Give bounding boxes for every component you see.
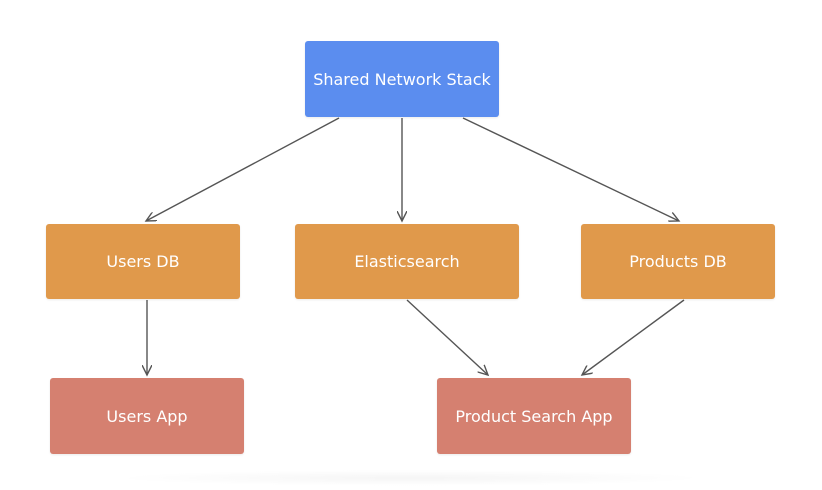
edge-products-db-to-product-search-app	[582, 299, 685, 375]
edge-elasticsearch-to-product-search-app	[406, 299, 488, 375]
node-users-app[interactable]: Users App	[50, 378, 244, 454]
node-products-db[interactable]: Products DB	[581, 224, 775, 299]
node-label: Elasticsearch	[354, 252, 460, 271]
node-shared-network-stack[interactable]: Shared Network Stack	[305, 41, 499, 117]
node-label: Users DB	[106, 252, 180, 271]
node-users-db[interactable]: Users DB	[46, 224, 240, 299]
edge-stack-to-users-db	[146, 117, 340, 221]
node-label: Products DB	[629, 252, 727, 271]
node-label: Product Search App	[455, 406, 613, 426]
node-product-search-app[interactable]: Product Search App	[437, 378, 631, 454]
edge-stack-to-products-db	[462, 117, 679, 221]
node-label: Users App	[106, 406, 188, 426]
node-label: Shared Network Stack	[313, 69, 491, 89]
node-elasticsearch[interactable]: Elasticsearch	[295, 224, 519, 299]
canvas-shadow	[110, 470, 710, 486]
